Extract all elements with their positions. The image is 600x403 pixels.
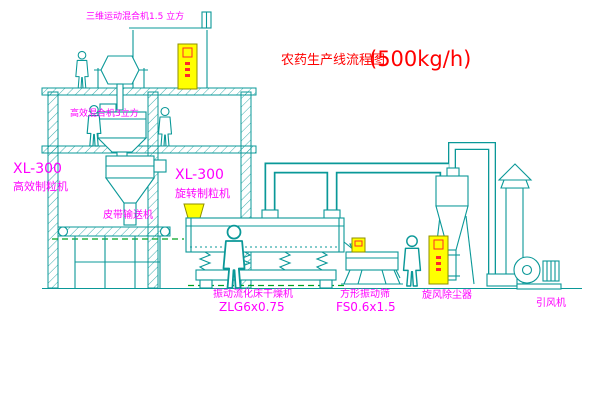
dryer-foot — [199, 279, 213, 289]
label-screen-name: 方形振动筛 — [340, 287, 390, 300]
label-granulator-left-model: XL-300 — [13, 161, 62, 177]
fan-base — [516, 283, 562, 290]
label-granulator-left-name: 高效制粒机 — [13, 179, 68, 193]
granulator-body — [105, 155, 155, 179]
page-title: 农药生产线流程图 — [281, 53, 385, 68]
label-granulator-right-name: 旋转制粒机 — [175, 186, 230, 200]
cyclone-separator — [431, 167, 475, 285]
label-screen-model: FS0.6x1.5 — [336, 300, 396, 314]
worker-figure — [402, 235, 422, 287]
label-belt-conveyor: 皮带输送机 — [103, 208, 153, 221]
granulator-cone — [104, 177, 156, 204]
dryer-spring — [198, 251, 212, 271]
dryer-spring — [278, 251, 292, 271]
dryer-spring — [315, 251, 329, 271]
fan-inlet-box — [486, 273, 518, 287]
label-dryer-model: ZLG6x0.75 — [219, 300, 285, 314]
fluid-bed-dryer — [183, 203, 355, 289]
dryer-body — [185, 217, 345, 253]
cabinet-indicator — [433, 239, 444, 250]
mixer-discharge-pipe — [116, 83, 124, 111]
charging-hoist — [129, 11, 212, 88]
granulator-motor — [153, 159, 167, 173]
screen-outlet — [388, 269, 401, 279]
cyclone-leg — [465, 215, 475, 285]
mixer-drum — [100, 55, 140, 85]
stack-collar — [500, 179, 530, 189]
main-exhaust-duct — [264, 162, 451, 214]
floor-slab-upper — [41, 87, 257, 96]
fan-hub — [521, 264, 533, 276]
label-dryer-name: 振动流化床干燥机 — [213, 287, 293, 300]
conveyor-tail-pulley — [57, 226, 69, 237]
label-3d-mixer: 三维运动混合机1.5 立方 — [86, 10, 184, 22]
control-box-screen — [351, 237, 366, 253]
belt-conveyor — [57, 226, 171, 288]
cabinet-indicator — [354, 240, 363, 247]
label-fan: 引风机 — [536, 296, 566, 309]
dryer-feed-hopper — [183, 203, 205, 219]
building-structure — [41, 87, 257, 289]
granulator-discharge-pipe — [123, 202, 137, 226]
label-granulator-right-model: XL-300 — [175, 167, 224, 183]
worker-figure — [157, 106, 173, 147]
exhaust-ductwork — [264, 142, 496, 280]
screen-body — [345, 251, 399, 271]
conveyor-deck — [57, 226, 171, 237]
control-cabinet-upper — [177, 43, 198, 90]
cyclone-barrel — [435, 175, 469, 207]
induced-draft-fan — [486, 256, 562, 290]
3d-motion-mixer — [94, 55, 148, 111]
floor-slab-middle — [41, 145, 257, 154]
control-cabinet-lower — [428, 235, 449, 285]
worker-figure — [75, 50, 89, 89]
mixer-cone — [96, 137, 148, 153]
stack-rain-cap — [497, 163, 533, 181]
rotary-granulator — [104, 155, 167, 226]
label-high-eff-mixer: 高效混合机3立方 — [70, 107, 139, 119]
vibrating-screen — [341, 243, 403, 285]
page-title-capacity: (500kg/h) — [369, 47, 471, 71]
conveyor-head-pulley — [159, 226, 171, 237]
dryer-base-frame — [195, 269, 337, 281]
label-cyclone: 旋风除尘器 — [422, 288, 472, 301]
cabinet-indicator — [182, 47, 193, 58]
dryer-foot — [319, 279, 333, 289]
building-column — [147, 91, 159, 289]
